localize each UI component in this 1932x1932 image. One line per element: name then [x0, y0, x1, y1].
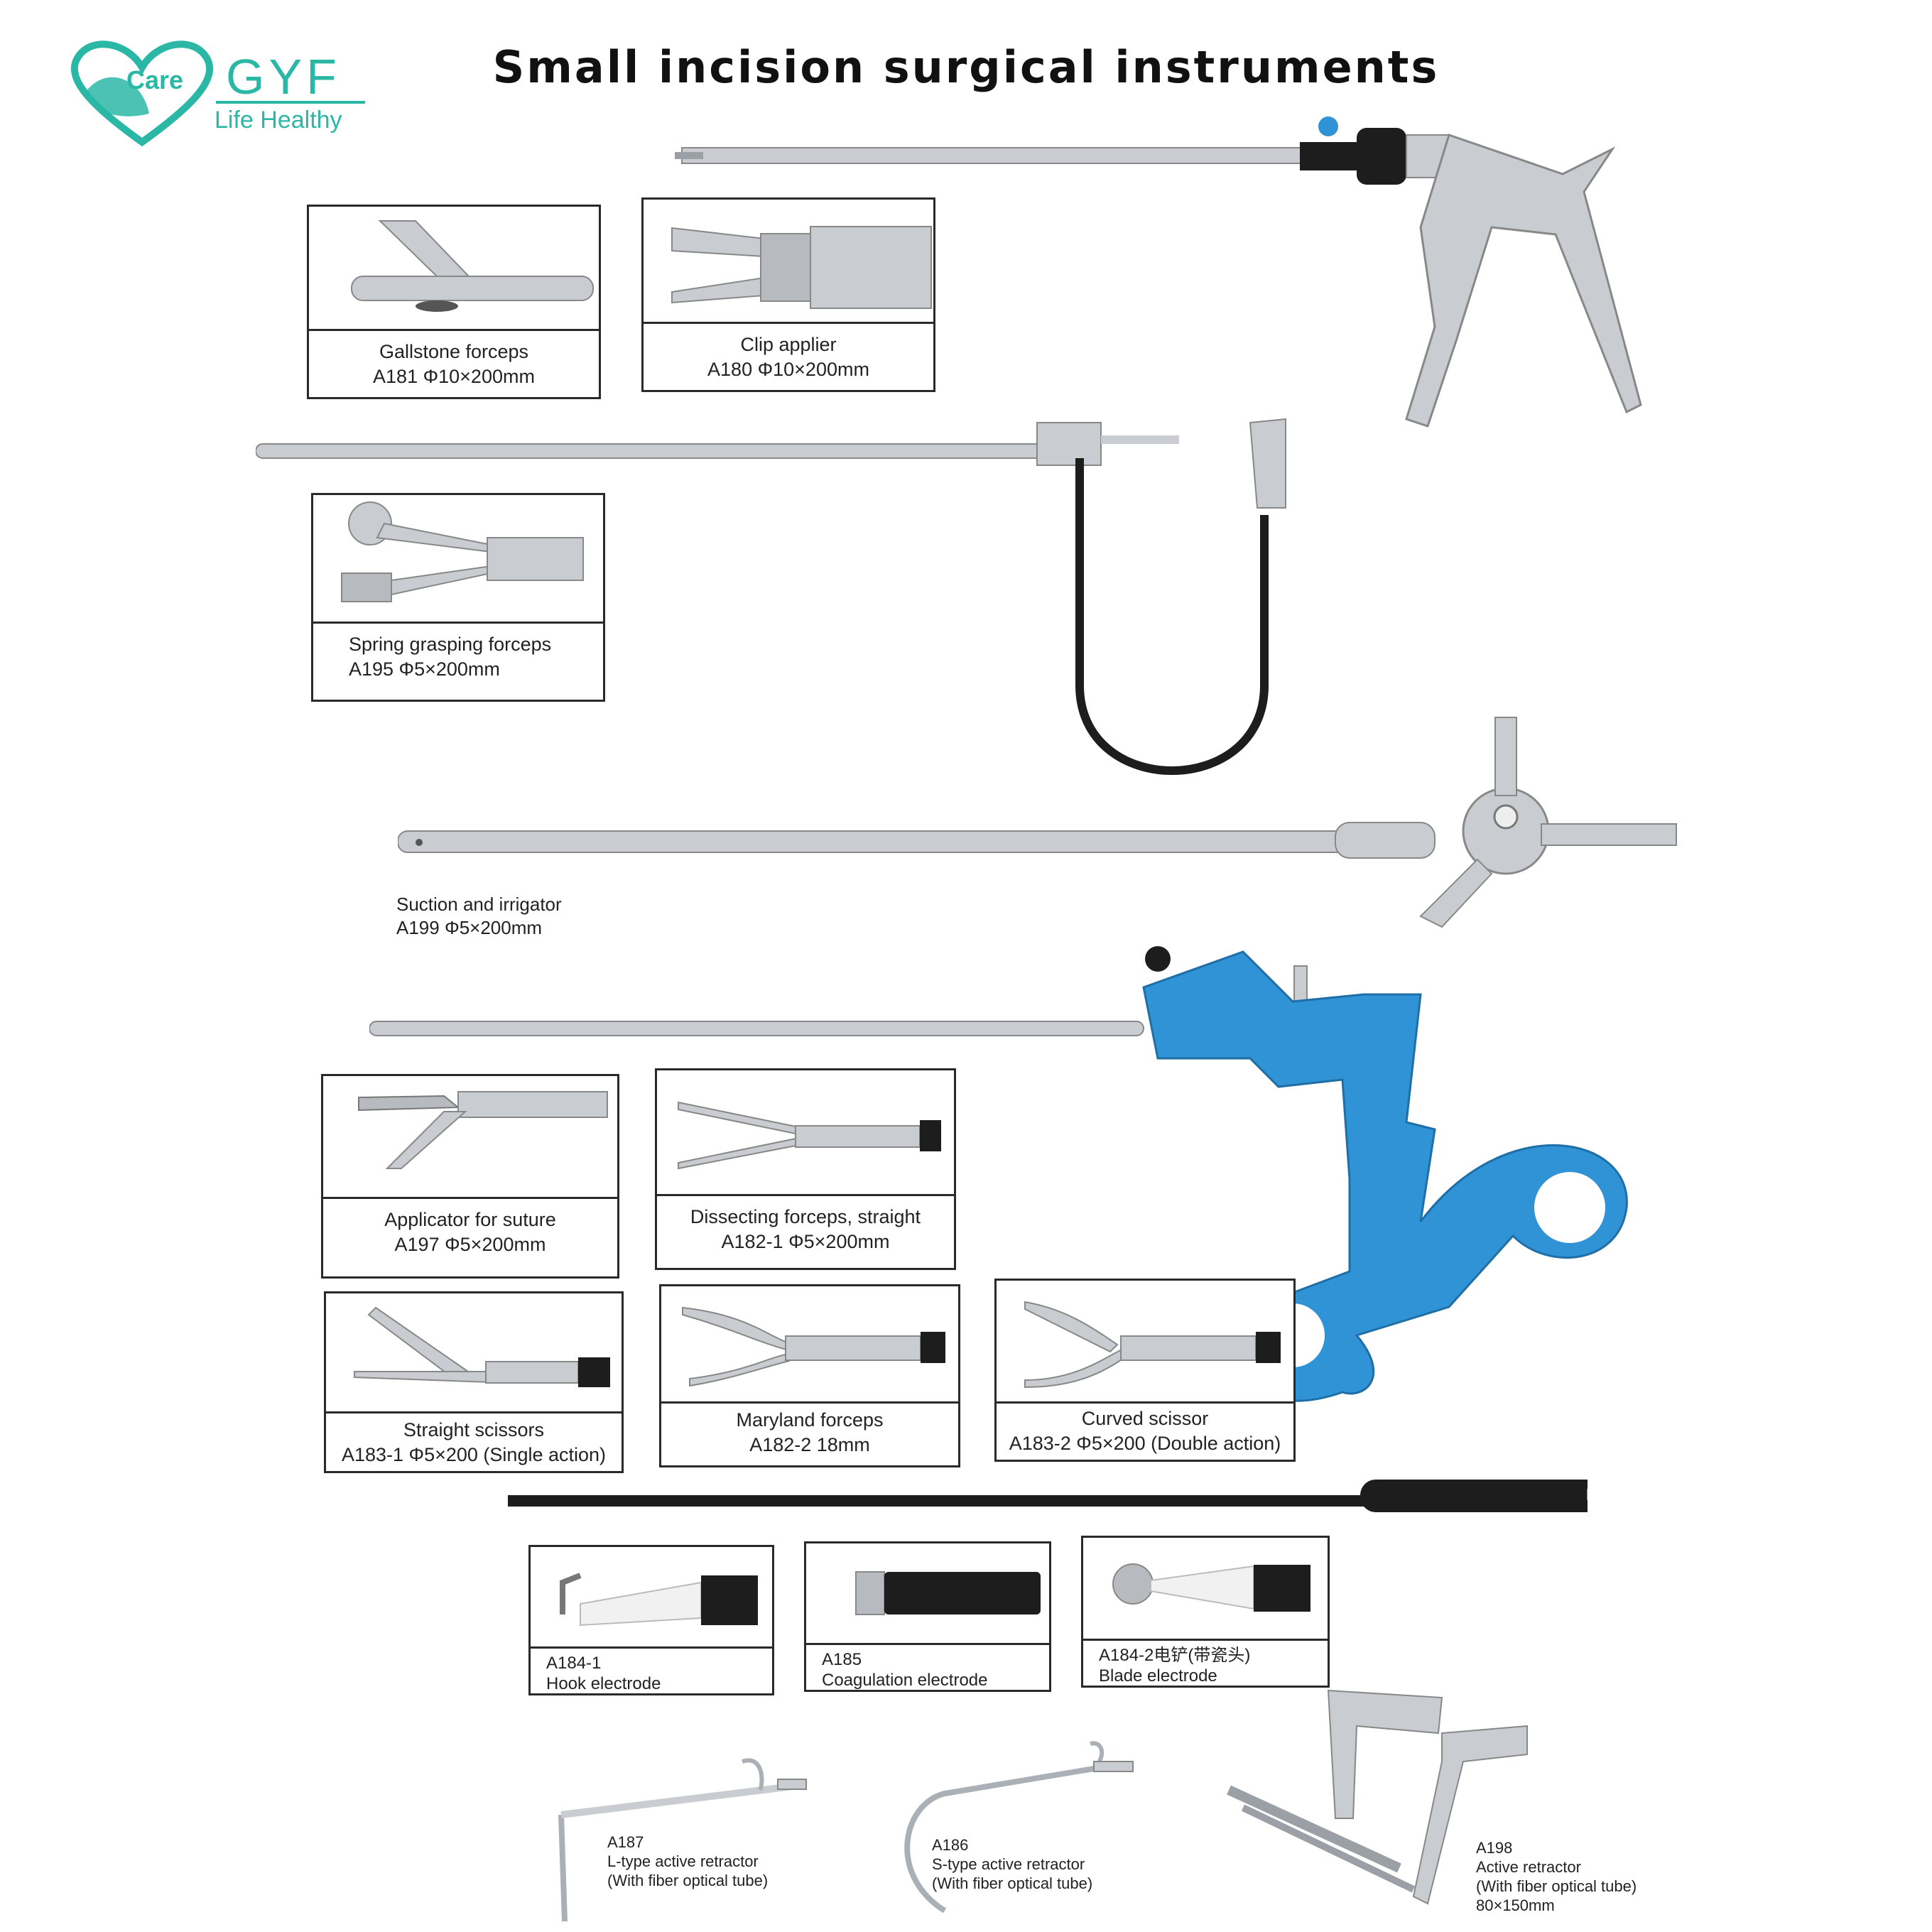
coagulation-electrode-image: [855, 1571, 1041, 1615]
card-caption: Applicator for suture A197 Φ5×200mm: [323, 1197, 617, 1276]
dissecting-forceps-image: [678, 1101, 941, 1170]
card-title: Straight scissors: [403, 1419, 545, 1440]
retractor-name: Active retractor: [1476, 1858, 1581, 1876]
active-retractor-label: A198 Active retractor (With fiber optica…: [1476, 1838, 1637, 1915]
hook-electrode-image: [560, 1573, 758, 1627]
s-type-retractor-image: [904, 1741, 1134, 1914]
card-hook-electrode: A184-1 Hook electrode: [528, 1545, 774, 1695]
card-spec: A185: [822, 1650, 862, 1669]
card-caption: Spring grasping forceps A195 Φ5×200mm: [313, 622, 603, 700]
card-title: Applicator for suture: [384, 1209, 556, 1230]
card-spec: A182-2 18mm: [749, 1434, 870, 1455]
card-spec: A197 Φ5×200mm: [394, 1234, 546, 1255]
card-caption: Clip applier A180 Φ10×200mm: [644, 322, 933, 390]
retractor-code: A186: [932, 1836, 969, 1854]
page-title: Small incision surgical instruments: [492, 41, 1440, 93]
heart-leaf-icon: [71, 40, 213, 147]
logo-underline: [216, 101, 365, 104]
card-spring-grasping-forceps: Spring grasping forceps A195 Φ5×200mm: [311, 493, 605, 702]
logo-brand: GYF: [226, 49, 341, 104]
card-caption: A184-1 Hook electrode: [531, 1646, 772, 1693]
card-title: Clip applier: [740, 334, 837, 355]
electrode-handle-instrument: [508, 1480, 1588, 1512]
suction-irrigator-instrument: [398, 717, 1677, 928]
card-dissecting-forceps: Dissecting forceps, straight A182-1 Φ5×2…: [655, 1068, 956, 1270]
card-spec: A184-2电铲(带瓷头): [1099, 1646, 1251, 1665]
retractor-name: L-type active retractor: [607, 1852, 759, 1870]
curved-scissor-image: [1024, 1301, 1281, 1389]
card-caption: Maryland forceps A182-2 18mm: [661, 1401, 958, 1465]
spring-grasping-forceps-instrument: [256, 418, 1286, 775]
card-spec: A183-2 Φ5×200 (Double action): [1009, 1433, 1281, 1454]
retractor-size: 80×150mm: [1476, 1896, 1555, 1914]
card-caption: A185 Coagulation electrode: [806, 1643, 1049, 1690]
blade-electrode-image: [1112, 1563, 1310, 1612]
card-clip-applier: Clip applier A180 Φ10×200mm: [641, 197, 935, 392]
card-maryland-forceps: Maryland forceps A182-2 18mm: [659, 1284, 960, 1467]
card-spec: A183-1 Φ5×200 (Single action): [341, 1444, 607, 1465]
card-caption: Dissecting forceps, straight A182-1 Φ5×2…: [657, 1194, 954, 1268]
card-caption: Curved scissor A183-2 Φ5×200 (Double act…: [997, 1401, 1293, 1460]
card-spec: A184-1: [546, 1654, 602, 1673]
retractor-code: A198: [1476, 1839, 1513, 1857]
card-spec: A180 Φ10×200mm: [707, 359, 869, 380]
card-caption: Straight scissors A183-1 Φ5×200 (Single …: [326, 1411, 622, 1471]
suction-title: Suction and irrigator: [396, 894, 562, 915]
logo-tagline: Life Healthy: [215, 107, 342, 134]
card-title: Coagulation electrode: [822, 1671, 988, 1690]
card-curved-scissor: Curved scissor A183-2 Φ5×200 (Double act…: [994, 1279, 1296, 1462]
card-spec: A195 Φ5×200mm: [349, 658, 500, 680]
clip-applier-instrument: [675, 116, 1642, 428]
card-title: Maryland forceps: [736, 1409, 884, 1431]
card-title: Dissecting forceps, straight: [690, 1206, 921, 1227]
retractor-code: A187: [607, 1833, 644, 1851]
logo-mark-text: Care: [126, 65, 184, 94]
l-type-retractor-image: [558, 1758, 807, 1922]
card-title: Spring grasping forceps: [349, 634, 552, 655]
card-straight-scissors: Straight scissors A183-1 Φ5×200 (Single …: [324, 1291, 624, 1473]
retractor-note: (With fiber optical tube): [932, 1874, 1093, 1892]
card-title: Blade electrode: [1099, 1666, 1217, 1686]
straight-scissors-image: [354, 1306, 610, 1387]
l-type-retractor-label: A187 L-type active retractor (With fiber…: [607, 1833, 768, 1890]
active-retractor-image: [1227, 1689, 1528, 1905]
suction-label: Suction and irrigator A199 Φ5×200mm: [396, 893, 562, 940]
logo: Care GYF Life Healthy: [64, 36, 369, 156]
card-caption: A184-2电铲(带瓷头) Blade electrode: [1083, 1639, 1328, 1686]
card-title: Gallstone forceps: [379, 341, 529, 362]
spring-grasping-forceps-image: [341, 501, 584, 602]
retractor-name: S-type active retractor: [932, 1855, 1085, 1873]
s-type-retractor-label: A186 S-type active retractor (With fiber…: [932, 1835, 1092, 1893]
card-gallstone-forceps: Gallstone forceps A181 Φ10×200mm: [307, 205, 601, 399]
applicator-suture-image: [358, 1091, 608, 1169]
card-spec: A181 Φ10×200mm: [373, 366, 535, 387]
card-title: Hook electrode: [546, 1674, 661, 1693]
card-caption: Gallstone forceps A181 Φ10×200mm: [309, 329, 599, 397]
retractor-note: (With fiber optical tube): [607, 1872, 769, 1889]
card-spec: A182-1 Φ5×200mm: [721, 1231, 890, 1252]
suction-spec: A199 Φ5×200mm: [396, 917, 543, 938]
card-coagulation-electrode: A185 Coagulation electrode: [804, 1541, 1051, 1692]
card-blade-electrode: A184-2电铲(带瓷头) Blade electrode: [1081, 1536, 1330, 1688]
gallstone-forceps-image: [351, 220, 594, 312]
clip-applier-image: [671, 226, 932, 309]
card-applicator-for-suture: Applicator for suture A197 Φ5×200mm: [321, 1074, 619, 1279]
card-title: Curved scissor: [1081, 1408, 1209, 1429]
retractor-note: (With fiber optical tube): [1476, 1877, 1637, 1895]
maryland-forceps-image: [682, 1306, 945, 1387]
